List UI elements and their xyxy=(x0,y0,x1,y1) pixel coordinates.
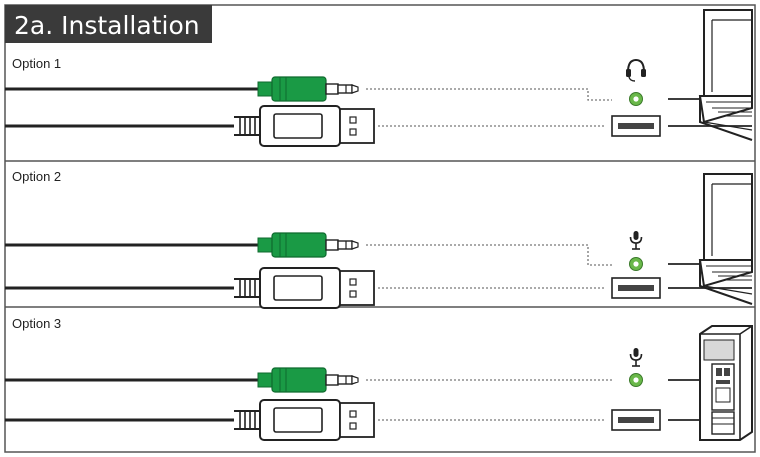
option-label: Option 3 xyxy=(12,316,61,331)
audio-port xyxy=(629,92,643,106)
frame xyxy=(4,4,756,453)
laptop-illustration xyxy=(699,9,753,141)
laptop-icon xyxy=(699,173,753,305)
option-label: Option 2 xyxy=(12,169,61,184)
page-title: 2a. Installation xyxy=(14,11,200,40)
audio-plug xyxy=(257,232,359,258)
title-banner: 2a. Installation xyxy=(5,5,212,43)
option-label: Option 1 xyxy=(12,56,61,71)
microphone-icon xyxy=(629,230,643,250)
audio-port xyxy=(629,373,643,387)
audio-port xyxy=(629,257,643,271)
usb-port xyxy=(611,409,661,431)
option-1-panel: Option 1 xyxy=(5,9,753,147)
audio-plug xyxy=(257,367,359,393)
usb-plug xyxy=(233,267,375,309)
desktop-tower-icon xyxy=(699,325,753,441)
usb-plug xyxy=(233,105,375,147)
option-3-panel: Option 3 xyxy=(5,316,753,441)
laptop-illustration xyxy=(699,173,753,305)
headset-icon xyxy=(625,59,647,82)
usb-plug xyxy=(233,399,375,441)
laptop-icon xyxy=(699,9,753,141)
usb-port xyxy=(611,277,661,299)
usb-port xyxy=(611,115,661,137)
title-background xyxy=(5,5,212,43)
microphone-icon xyxy=(629,347,643,367)
audio-plug xyxy=(257,76,359,102)
audio-guide-line xyxy=(366,244,612,266)
option-2-panel: Option 2 xyxy=(5,169,753,309)
audio-guide-line xyxy=(366,88,612,101)
